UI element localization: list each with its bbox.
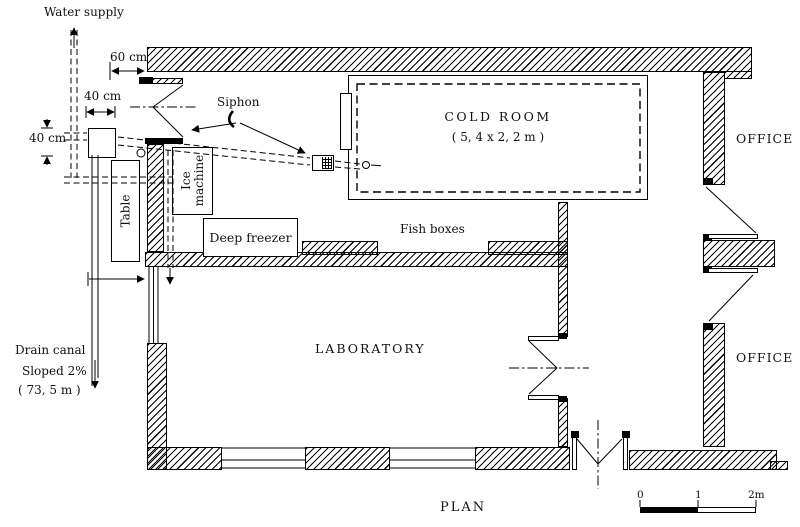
wall-office-lower <box>703 323 725 447</box>
cold-room-title: COLD ROOM <box>444 109 552 124</box>
wall-bottom-right-step <box>770 461 788 470</box>
wall-top <box>147 47 752 72</box>
scale-zero-label: 0 <box>637 489 644 501</box>
hinge-office-stub-bottom <box>703 266 712 273</box>
water-supply-label: Water supply <box>44 5 124 19</box>
lintel-left-wall <box>145 138 183 144</box>
wall-left-upper <box>147 144 164 252</box>
jamb-entrance-right <box>622 431 630 438</box>
scale-bar-filled-half <box>640 507 698 513</box>
dim-60cm-label: 60 cm <box>110 50 148 64</box>
wall-office-upper <box>703 72 725 185</box>
siphon-box-grid <box>322 157 332 169</box>
siphon-label: Siphon <box>217 95 260 109</box>
wall-bottom-2 <box>305 447 390 470</box>
office-door-leaf-bottom <box>708 268 758 273</box>
hinge-office-stub-top <box>703 234 712 241</box>
deep-freezer: Deep freezer <box>203 218 298 257</box>
lab-door-leaf-bottom <box>528 395 559 400</box>
hinge-top-left-door <box>139 77 153 84</box>
entrance-jamb-right <box>623 437 628 470</box>
wall-bottom-1 <box>147 447 222 470</box>
jamb-lab-door-bottom <box>558 396 567 402</box>
plan-title: PLAN <box>440 500 487 515</box>
dim-40cm-left-label: 40 cm <box>29 131 67 145</box>
lab-door-leaf-top <box>528 336 559 341</box>
office-lower-label: OFFICE <box>736 350 794 365</box>
jamb-office-upper <box>703 178 713 185</box>
fish-boxes-label: Fish boxes <box>400 222 465 236</box>
jamb-entrance-left <box>571 431 579 438</box>
cold-room-dims: ( 5, 4 x 2, 2 m ) <box>451 130 545 144</box>
scale-two-label: 2m <box>748 489 765 501</box>
ice-machine: Ice machine <box>172 147 213 215</box>
sink-box <box>88 128 116 158</box>
laboratory-label: LABORATORY <box>315 341 426 356</box>
dim-40cm-top-label: 40 cm <box>84 89 122 103</box>
jamb-office-lower <box>703 323 713 330</box>
scale-one-label: 1 <box>695 489 702 501</box>
cold-room-door <box>340 93 352 150</box>
slope-length-label: ( 73, 5 m ) <box>18 383 81 397</box>
cold-room <box>348 75 648 200</box>
slope-label: Sloped 2% <box>22 364 87 378</box>
wall-bottom-right <box>629 450 777 470</box>
jamb-lab-door-top <box>558 333 567 339</box>
entrance-jamb-left <box>572 437 577 470</box>
deep-freezer-label: Deep freezer <box>209 230 292 245</box>
office-door-leaf-top <box>708 234 758 239</box>
wall-office-stub <box>703 240 775 267</box>
drain-canal-label: Drain canal <box>15 343 86 357</box>
wall-bottom-3 <box>475 447 570 470</box>
fish-wall-block-left <box>302 241 378 255</box>
office-upper-label: OFFICE <box>736 131 794 146</box>
